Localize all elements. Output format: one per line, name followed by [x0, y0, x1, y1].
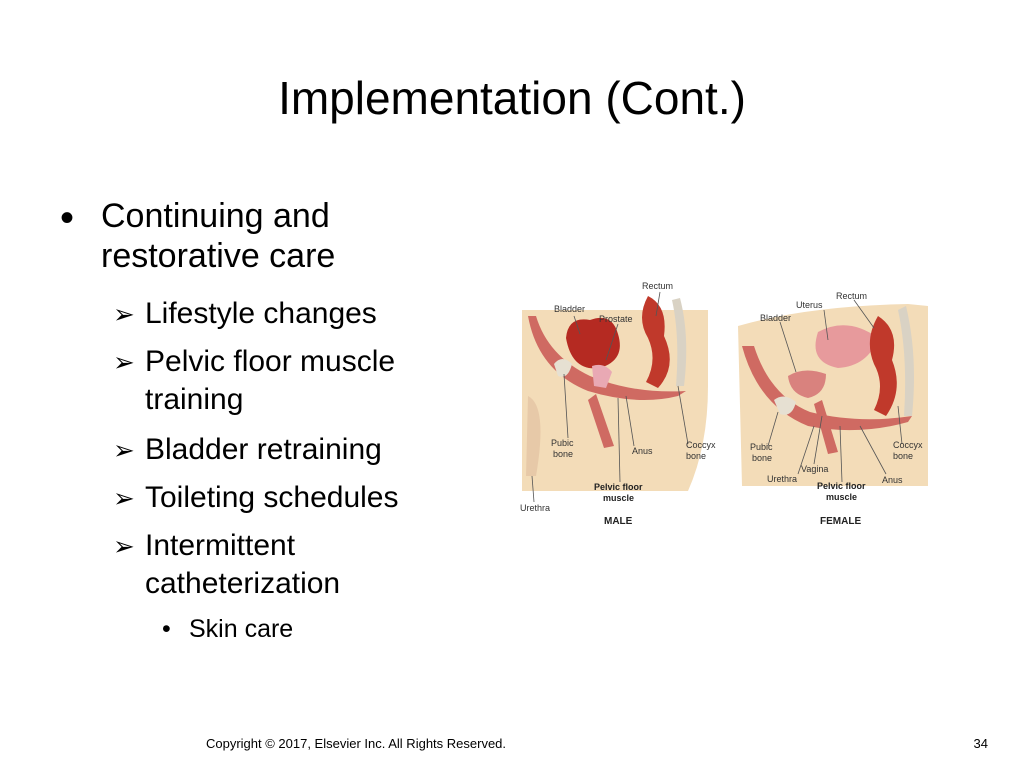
label-bladder: Bladder	[760, 313, 791, 323]
label-rectum: Rectum	[642, 281, 673, 291]
caption-female: FEMALE	[820, 516, 861, 527]
label-coccyx-bone: bone	[686, 451, 706, 461]
subsub-text: Skin care	[189, 615, 294, 643]
arrow-bullet-icon: ➢	[113, 299, 135, 329]
copyright-footer: Copyright © 2017, Elsevier Inc. All Righ…	[205, 736, 507, 751]
label-coccyx: Coccyx	[893, 440, 923, 450]
label-pubic-bone: bone	[752, 453, 772, 463]
label-urethra: Urethra	[520, 503, 550, 513]
bullet-main-text: Continuing and restorative care	[101, 197, 336, 275]
arrow-bullet-icon: ➢	[113, 531, 135, 561]
slide-title: Implementation (Cont.)	[278, 72, 746, 124]
label-rectum: Rectum	[836, 291, 867, 301]
page-number: 34	[973, 736, 988, 751]
label-pubic-bone: bone	[553, 449, 573, 459]
arrow-bullet-icon: ➢	[113, 347, 135, 377]
label-pubic: Pubic	[551, 438, 574, 448]
label-anus: Anus	[882, 475, 903, 485]
bullet-dot-icon: •	[60, 196, 75, 240]
label-muscle: muscle	[826, 492, 857, 502]
label-uterus: Uterus	[796, 300, 823, 310]
subitem-text: Pelvic floor muscle training	[145, 345, 396, 416]
pelvic-anatomy-figure: Bladder Prostate Rectum Pubic bone Anus …	[520, 281, 928, 527]
label-coccyx: Coccyx	[686, 440, 716, 450]
arrow-bullet-icon: ➢	[113, 435, 135, 465]
small-dot-icon: •	[162, 615, 171, 643]
label-muscle: muscle	[603, 493, 634, 503]
label-pubic: Pubic	[750, 442, 773, 452]
female-diagram: Rectum Uterus Bladder Pubic bone Vagina …	[738, 291, 928, 527]
label-pelvic-floor: Pelvic floor	[817, 481, 866, 491]
label-coccyx-bone: bone	[893, 451, 913, 461]
label-urethra: Urethra	[767, 474, 797, 484]
arrow-bullet-icon: ➢	[113, 483, 135, 513]
subitem-text: Intermittent catheterization	[145, 529, 341, 600]
caption-male: MALE	[604, 516, 633, 527]
male-diagram: Bladder Prostate Rectum Pubic bone Anus …	[520, 281, 716, 527]
label-vagina: Vagina	[801, 464, 828, 474]
subitem-text: Lifestyle changes	[145, 297, 377, 330]
subitem-text: Bladder retraining	[145, 433, 382, 466]
label-anus: Anus	[632, 446, 653, 456]
label-bladder: Bladder	[554, 304, 585, 314]
label-prostate: Prostate	[599, 314, 633, 324]
label-pelvic-floor: Pelvic floor	[594, 482, 643, 492]
subitem-text: Toileting schedules	[145, 481, 399, 514]
